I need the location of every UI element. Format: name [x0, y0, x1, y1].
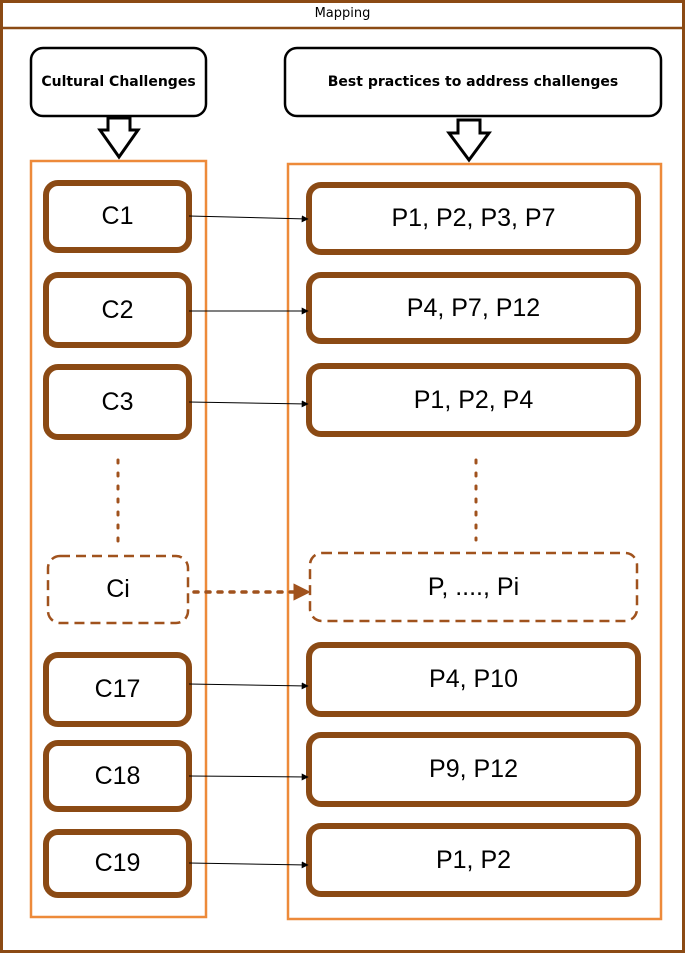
- practices-column: [286, 162, 663, 921]
- connector-arrow-c3: [188, 400, 309, 408]
- practice-label-1: P1, P2, P3, P7: [391, 204, 556, 232]
- diagram-title: Mapping: [314, 6, 371, 21]
- connector-arrow-c17: [188, 682, 309, 690]
- left-header-box: [29, 46, 208, 118]
- practice-box-6: [306, 732, 641, 807]
- challenge-label-c2: C2: [101, 295, 134, 324]
- practice-label-7: P1, P2: [435, 845, 512, 874]
- connector-arrow-c18: [188, 773, 309, 781]
- practice-box-3: [306, 363, 641, 437]
- right-down-arrow-icon: [446, 118, 492, 163]
- connectors-layer: [188, 215, 311, 869]
- practice-label-4: P, ...., Pi: [427, 572, 520, 601]
- practice-box-1: [306, 182, 641, 255]
- practice-box-7: [306, 823, 641, 897]
- challenge-box-c2: [43, 272, 192, 348]
- left-down-arrow-icon: [97, 116, 141, 160]
- challenge-label-c17: C17: [94, 675, 141, 703]
- challenge-label-c1: C1: [101, 202, 134, 230]
- practice-label-3: P1, P2, P4: [413, 385, 534, 414]
- connector-arrow-c19: [188, 861, 309, 869]
- practice-box-5: [306, 642, 641, 717]
- practice-label-5: P4, P10: [429, 665, 518, 693]
- practice-label-6: P9, P12: [429, 755, 518, 783]
- connector-arrow-c1: [188, 215, 309, 223]
- challenge-box-ci: [46, 554, 190, 625]
- right-header-box: [283, 46, 663, 118]
- practice-box-2: [306, 272, 641, 344]
- left-header-label: Cultural Challenges: [41, 74, 196, 90]
- challenge-label-c19: C19: [94, 849, 141, 877]
- practice-label-2: P4, P7, P12: [406, 293, 541, 322]
- boxes-layer: [43, 180, 641, 898]
- challenge-label-c18: C18: [94, 761, 141, 790]
- challenges-column: [29, 159, 208, 919]
- challenge-box-c17: [43, 652, 192, 727]
- challenge-label-c3: C3: [101, 387, 134, 416]
- challenge-label-ci: Ci: [106, 575, 130, 603]
- right-header-label: Best practices to address challenges: [327, 74, 619, 90]
